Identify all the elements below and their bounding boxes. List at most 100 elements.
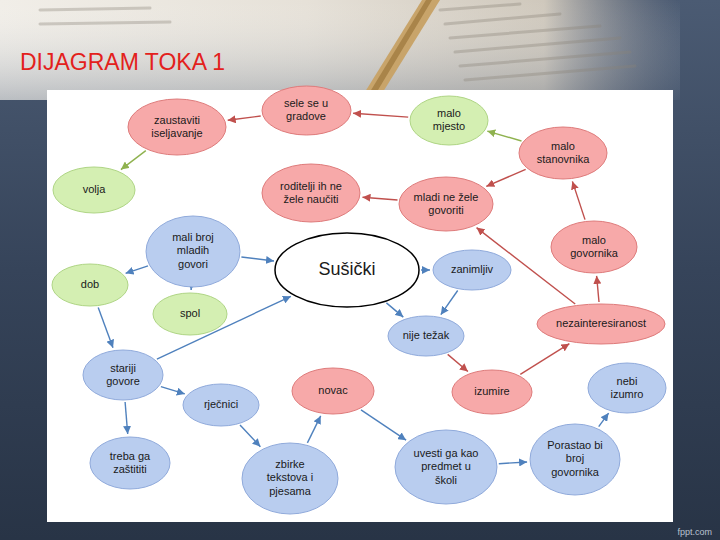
ellipse-shape — [588, 363, 666, 413]
concept-ellipse: spol — [152, 292, 228, 336]
arrow-connector — [241, 257, 274, 261]
node-text: malo stanovnika — [533, 140, 593, 166]
node-text: treba ga zaštititi — [102, 450, 158, 476]
ellipse-shape — [153, 293, 227, 335]
arrow-connector — [307, 416, 320, 443]
concept-ellipse: Sušički — [274, 232, 420, 308]
arrow-connector — [441, 291, 458, 315]
node-text: dob — [81, 278, 99, 291]
arrow-connector — [353, 113, 408, 117]
arrow-connector — [161, 387, 185, 394]
ellipse-shape — [262, 164, 360, 222]
concept-ellipse: treba ga zaštititi — [89, 436, 171, 490]
ellipse-shape — [410, 96, 488, 145]
node-text: sele se u gradove — [275, 97, 337, 123]
arrow-connector — [121, 151, 146, 170]
ellipse-shape — [519, 127, 607, 179]
ellipse-shape — [452, 370, 532, 414]
arrow-connector — [125, 402, 128, 434]
slide-title: DIJAGRAM TOKA 1 — [20, 50, 225, 75]
concept-ellipse: zanimljiv — [432, 249, 512, 291]
concept-ellipse: malo mjesto — [409, 95, 489, 146]
ellipse-shape — [262, 86, 351, 135]
ellipse-shape — [53, 167, 135, 213]
concept-ellipse: zbirke tekstova i pjesama — [241, 442, 339, 515]
concept-ellipse: dob — [51, 263, 129, 307]
arrow-connector — [486, 169, 525, 186]
ellipse-shape — [292, 368, 374, 414]
node-text: stariji govore — [98, 362, 148, 388]
arrow-connector — [572, 181, 585, 219]
ellipse-shape — [90, 437, 170, 489]
arrow-connector — [487, 131, 521, 141]
ellipse-shape — [52, 264, 128, 306]
node-text: mladi ne žele govoriti — [413, 191, 479, 217]
ellipse-shape — [551, 221, 637, 273]
node-text: Porastao bi broj govornika — [545, 439, 605, 479]
arrow-connector — [597, 276, 599, 302]
concept-ellipse: nezainteresiranost — [536, 303, 666, 345]
ellipse-shape — [83, 350, 163, 400]
ellipse-shape — [128, 99, 226, 155]
concept-ellipse: novac — [291, 367, 375, 415]
concept-ellipse: nebi izumro — [587, 362, 667, 414]
pencil — [360, 0, 440, 100]
concept-ellipse: nije težak — [387, 315, 465, 357]
node-text: Sušički — [318, 259, 375, 281]
concept-ellipse: stariji govore — [82, 349, 164, 401]
ellipse-shape — [395, 430, 497, 504]
node-text: spol — [180, 307, 200, 320]
concept-ellipse: sele se u gradove — [261, 85, 352, 136]
node-text: volja — [83, 183, 106, 196]
concept-ellipse: roditelji ih ne žele naučiti — [261, 163, 361, 223]
node-text: malo govornika — [566, 234, 622, 260]
concept-ellipse: malo govornika — [550, 220, 638, 274]
node-text: nije težak — [403, 329, 449, 342]
ellipse-shape — [399, 177, 493, 231]
arrow-connector — [190, 289, 191, 291]
node-text: zanimljiv — [451, 263, 493, 276]
ellipse-shape — [388, 316, 464, 356]
concept-ellipse: Porastao bi broj govornika — [529, 423, 621, 496]
arrow-connector — [386, 303, 403, 317]
node-text: malo mjesto — [429, 107, 469, 133]
node-text: novac — [318, 384, 347, 397]
paper-shade — [0, 0, 680, 100]
arrow-connector — [520, 344, 569, 375]
node-text: nezainteresiranost — [556, 317, 646, 330]
arrow-connector — [126, 266, 148, 274]
arrow-connector — [363, 197, 398, 200]
node-text: rječnici — [204, 398, 238, 411]
concept-ellipse: malo stanovnika — [518, 126, 608, 180]
arrow-connector — [599, 413, 609, 427]
ellipse-shape — [146, 216, 240, 287]
node-text: mali broj mladih govori — [165, 231, 221, 271]
arrow-connector — [228, 116, 261, 120]
concept-ellipse: volja — [52, 166, 136, 214]
node-text: nebi izumro — [607, 375, 647, 401]
ellipse-shape — [183, 384, 259, 426]
concept-ellipse: zaustaviti iseljavanje — [127, 98, 227, 156]
ellipse-shape — [537, 304, 665, 344]
paper — [0, 0, 680, 100]
arrow-connector — [448, 354, 468, 371]
arrow-connector — [361, 410, 406, 440]
node-text: zaustaviti iseljavanje — [145, 114, 209, 140]
node-text: uvesti ga kao predmet u školi — [409, 447, 483, 487]
pencil-edge — [365, 0, 432, 100]
arrow-connector — [240, 425, 260, 447]
ellipse-shape — [530, 424, 620, 495]
node-text: roditelji ih ne žele naučiti — [276, 180, 346, 206]
ellipse-shape — [433, 250, 511, 290]
node-text: zbirke tekstova i pjesama — [260, 458, 320, 498]
arrow-connector — [499, 462, 527, 464]
concept-ellipse: uvesti ga kao predmet u školi — [394, 429, 498, 505]
concept-ellipse: mladi ne žele govoriti — [398, 176, 494, 232]
watermark: fppt.com — [677, 527, 712, 537]
ellipse-shape — [242, 443, 338, 514]
concept-ellipse: rječnici — [182, 383, 260, 427]
concept-ellipse: izumire — [451, 369, 533, 415]
concept-ellipse: mali broj mladih govori — [145, 215, 241, 288]
arrow-connector — [421, 269, 430, 270]
